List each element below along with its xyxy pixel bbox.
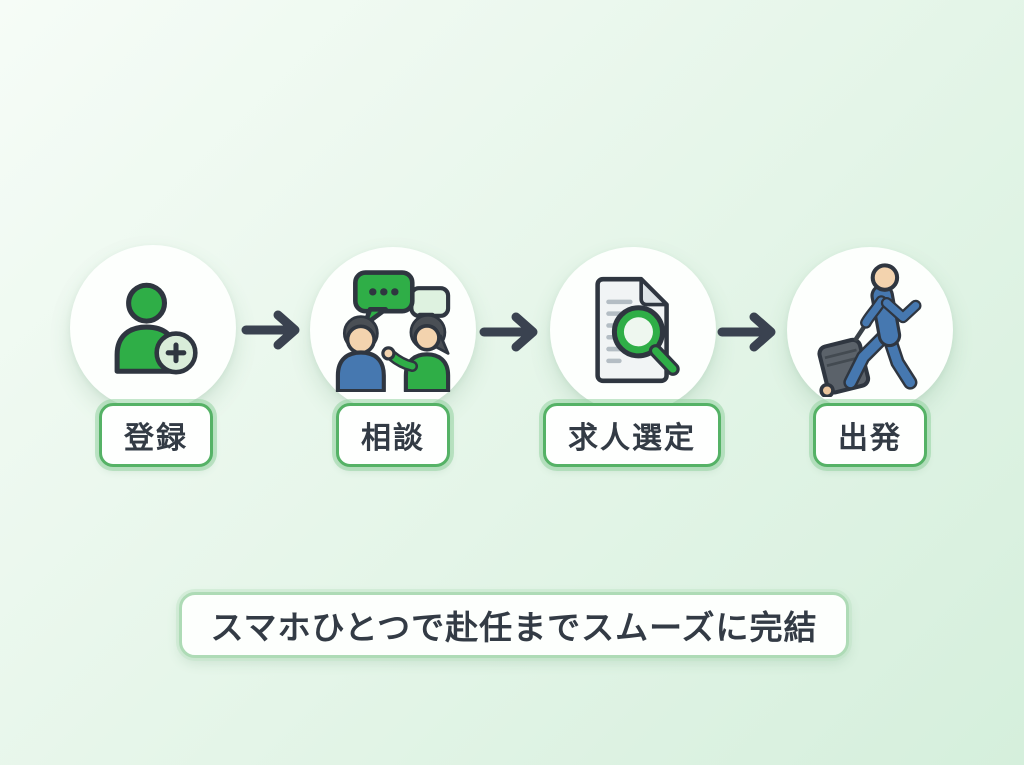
summary-banner-text: スマホひとつで赴任までスムーズに完結 (210, 609, 818, 646)
user-plus-icon (114, 282, 198, 375)
step-circle-registration (70, 245, 236, 411)
step-label-consultation: 相談 (336, 403, 450, 467)
step-label-departure: 出発 (813, 403, 927, 467)
arrow-right-icon (479, 310, 543, 354)
arrow-right-icon (717, 310, 781, 354)
arrow-right-icon (241, 308, 305, 352)
document-search-icon (595, 276, 680, 384)
step-label-registration: 登録 (99, 403, 213, 467)
consultation-icon (335, 270, 451, 392)
summary-banner: スマホひとつで赴任までスムーズに完結 (179, 592, 849, 658)
step-circle-consultation (310, 247, 476, 413)
step-circle-departure (787, 247, 953, 413)
step-circle-job-selection (550, 247, 716, 413)
traveler-icon (817, 263, 922, 397)
step-label-job-selection: 求人選定 (543, 403, 721, 467)
